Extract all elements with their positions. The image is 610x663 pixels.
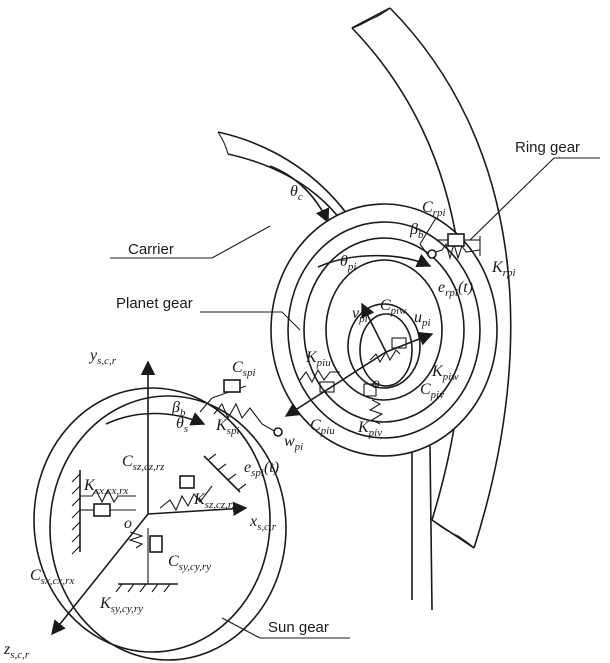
o-planet-symbol: o xyxy=(372,375,380,392)
k-rpi-symbol: Krpi xyxy=(491,259,516,279)
sun-gear xyxy=(34,388,286,660)
theta-c-symbol: θc xyxy=(290,183,303,203)
o-sun-symbol: o xyxy=(124,515,132,532)
planet-shaft-right xyxy=(430,446,432,610)
carrier-label: Carrier xyxy=(128,241,174,258)
w-pi-symbol: wpi xyxy=(284,433,303,453)
planet-gear-label: Planet gear xyxy=(116,295,193,312)
carrier-leader xyxy=(212,226,270,258)
y-axis-symbol: ys,c,r xyxy=(88,347,117,367)
c-spi-symbol: Cspi xyxy=(232,359,256,379)
sun-gear-label: Sun gear xyxy=(268,619,329,636)
ring-gear-leader xyxy=(470,158,554,240)
z-axis-symbol: zs,c,r xyxy=(3,641,30,661)
ring-gear-label: Ring gear xyxy=(515,139,580,156)
